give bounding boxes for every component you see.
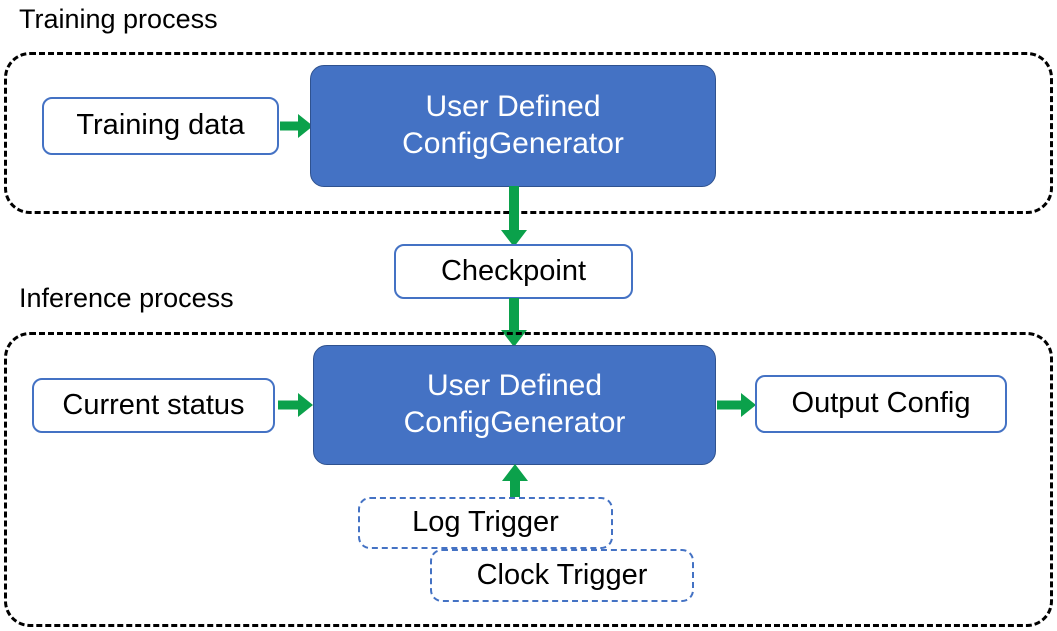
- training-process-container: [4, 52, 1053, 214]
- inference-process-container: [4, 332, 1053, 627]
- arrow-training-generator-to-checkpoint: [499, 186, 529, 248]
- checkpoint-box[interactable]: Checkpoint: [394, 244, 633, 299]
- inference-config-generator-line1: User Defined: [426, 369, 603, 403]
- arrow-inference-generator-to-output-config: [717, 391, 757, 419]
- inference-config-generator-box[interactable]: User Defined ConfigGenerator: [313, 345, 716, 465]
- inference-config-generator-line2: ConfigGenerator: [403, 406, 626, 439]
- training-data-box[interactable]: Training data: [42, 97, 279, 155]
- training-config-generator-line1: User Defined: [425, 90, 601, 124]
- output-config-box[interactable]: Output Config: [755, 375, 1007, 433]
- arrow-triggers-to-inference-generator: [500, 464, 530, 508]
- arrow-training-data-to-generator: [280, 112, 314, 140]
- inference-process-caption: Inference process: [19, 283, 234, 313]
- training-process-caption: Training process: [19, 4, 218, 34]
- training-config-generator-line2: ConfigGenerator: [402, 127, 624, 160]
- clock-trigger-box[interactable]: Clock Trigger: [430, 549, 694, 602]
- log-trigger-box[interactable]: Log Trigger: [358, 497, 613, 549]
- training-config-generator-box[interactable]: User Defined ConfigGenerator: [310, 65, 716, 187]
- arrow-current-status-to-inference-generator: [278, 391, 314, 419]
- current-status-box[interactable]: Current status: [32, 378, 275, 433]
